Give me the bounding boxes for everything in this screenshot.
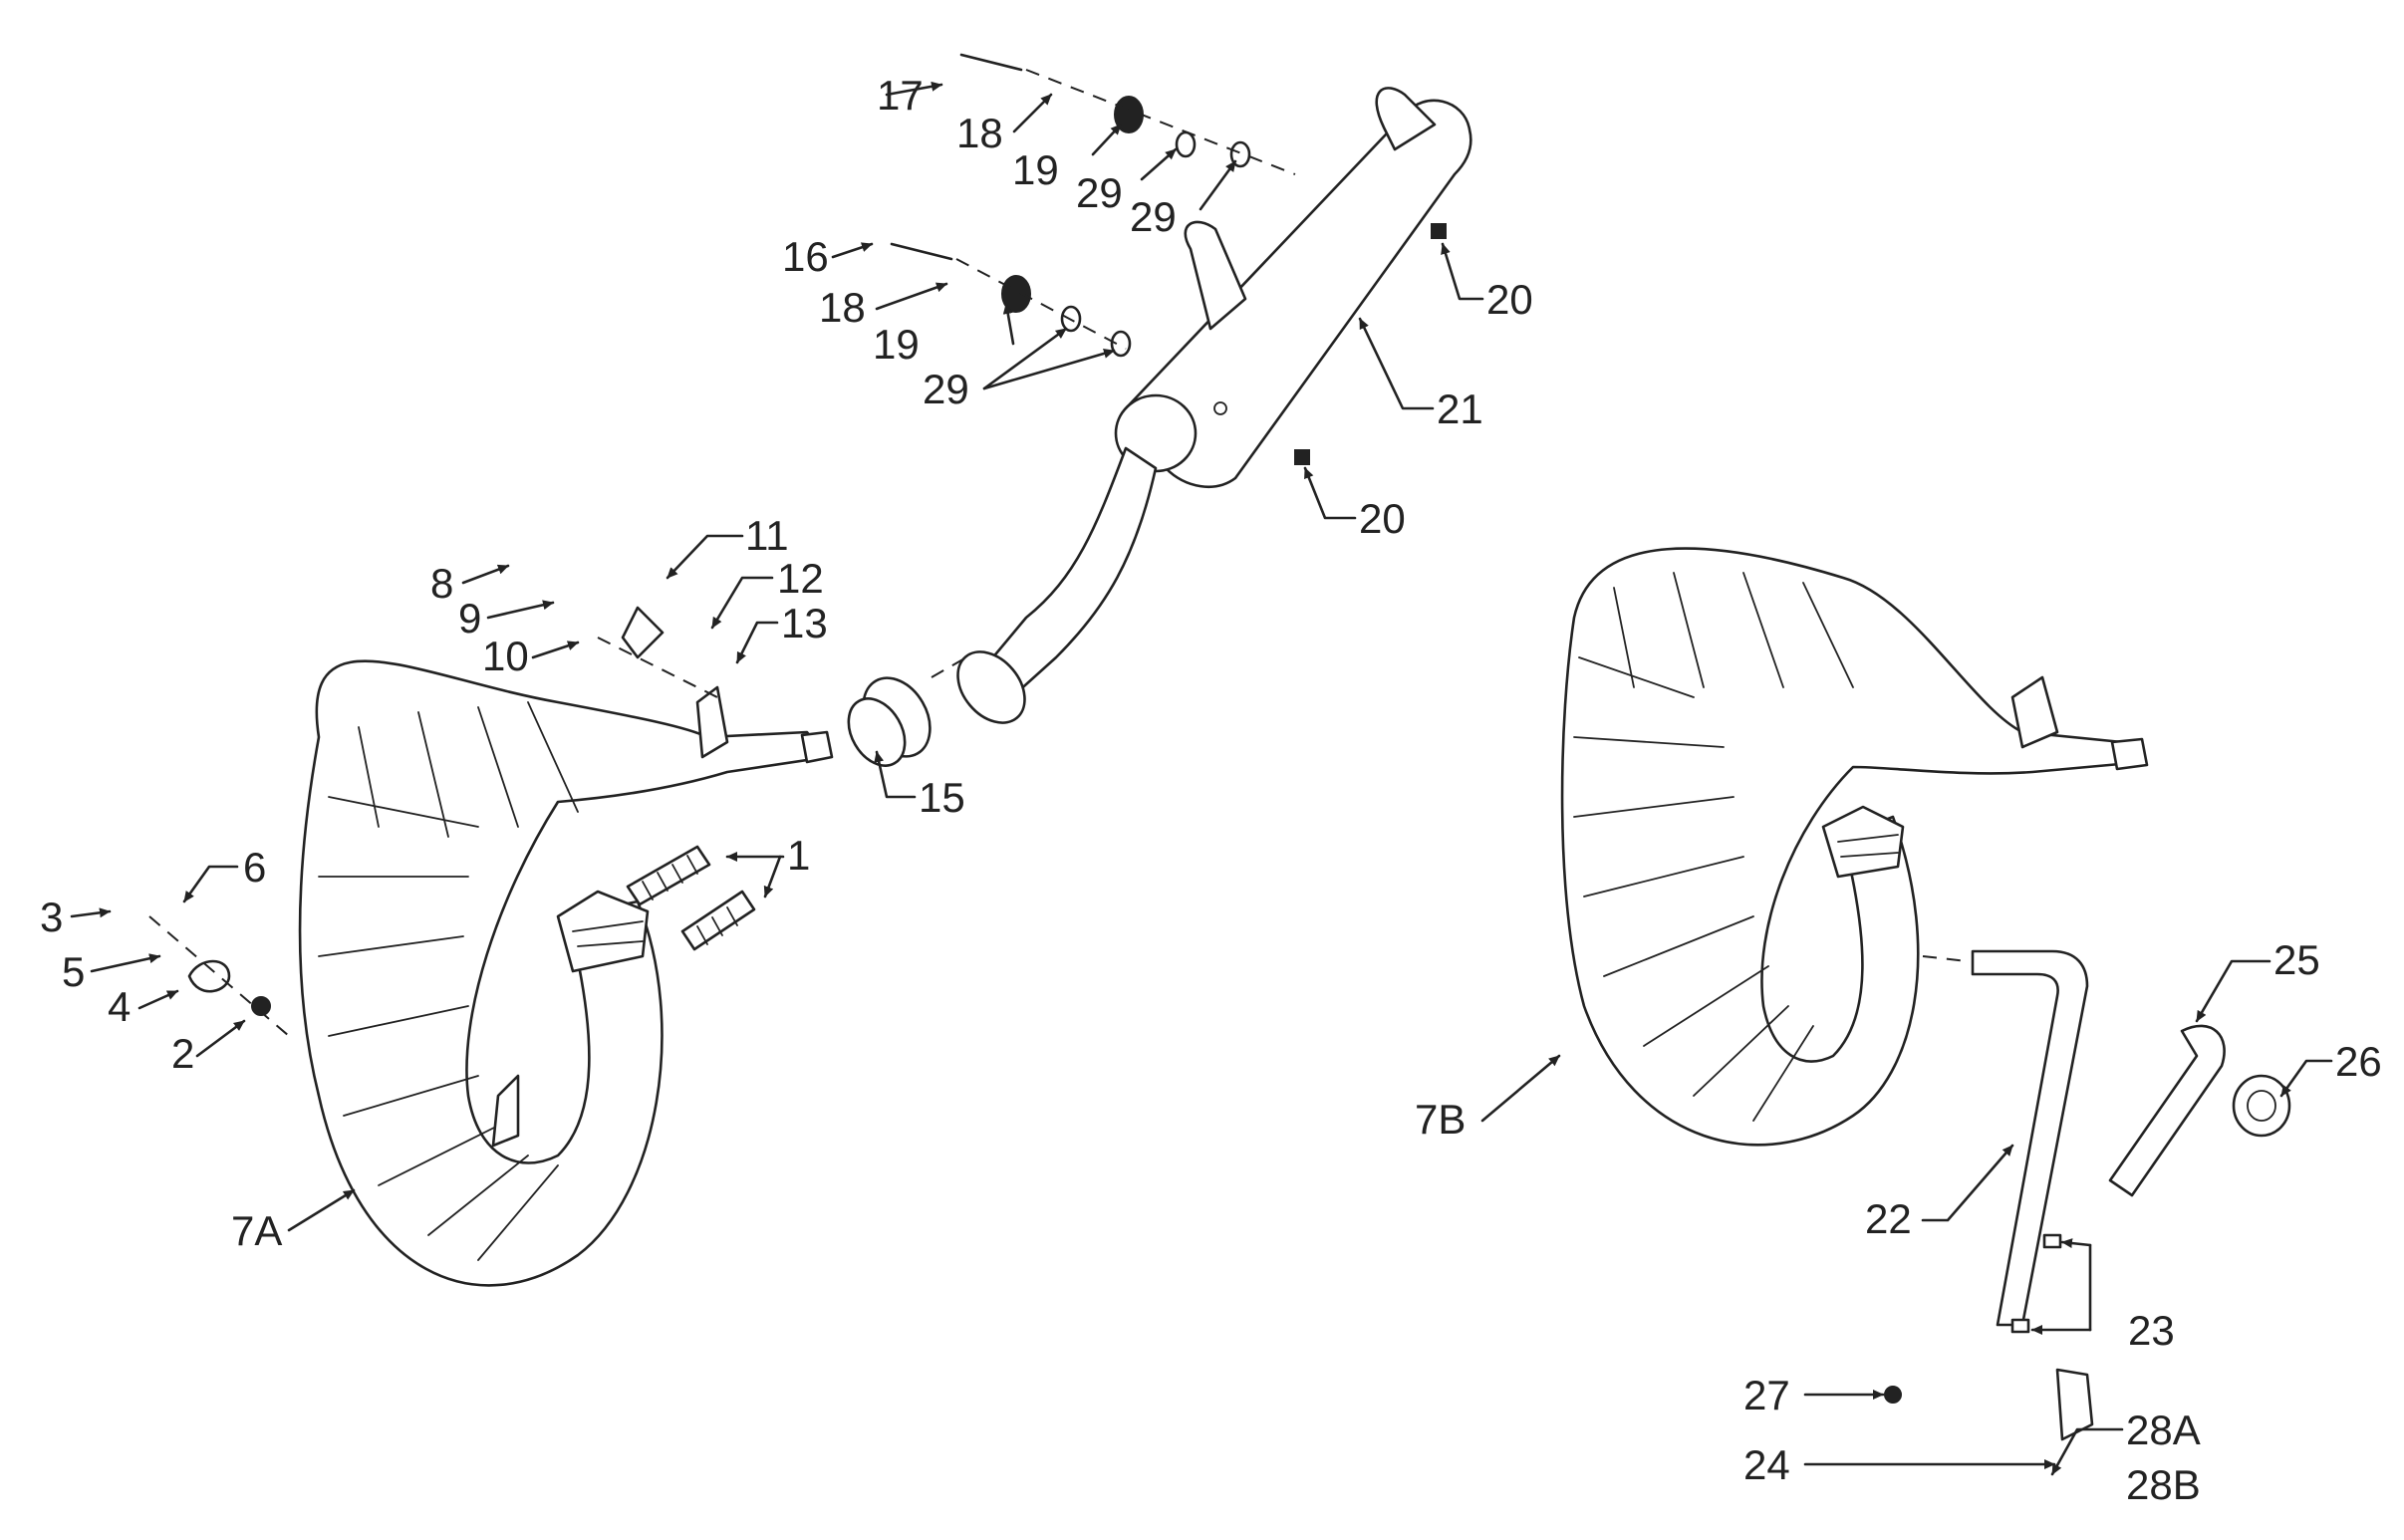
label-12: 12 [777, 555, 824, 602]
label-27: 27 [1743, 1372, 1790, 1418]
label-29-top-b: 29 [1130, 193, 1177, 240]
assembly-lines [148, 69, 1969, 1037]
label-20-top: 20 [1486, 276, 1533, 323]
label-6: 6 [243, 844, 266, 891]
coupler-15 [847, 676, 932, 767]
label-4: 4 [108, 983, 131, 1030]
label-18-mid: 18 [819, 284, 866, 331]
expansion-chamber-7b [1560, 547, 2149, 1147]
callout-labels: 1 2 3 4 5 6 7A 7B 8 9 10 11 12 13 15 16 … [40, 72, 2382, 1508]
silencer-21 [956, 87, 1472, 724]
label-21: 21 [1437, 385, 1483, 432]
label-9: 9 [458, 595, 481, 642]
label-19-top: 19 [1012, 146, 1059, 193]
label-8: 8 [430, 560, 453, 607]
label-17: 17 [877, 72, 924, 119]
label-10: 10 [482, 633, 529, 679]
label-28a: 28A [2126, 1407, 2201, 1453]
label-3: 3 [40, 894, 63, 940]
label-25: 25 [2273, 936, 2320, 983]
pipes-22-25 [1971, 949, 2291, 1327]
label-29-mid: 29 [923, 366, 969, 412]
leader-lines [70, 81, 2333, 1476]
expansion-chamber-7a [298, 659, 834, 1287]
label-2: 2 [171, 1030, 194, 1077]
label-28b: 28B [2126, 1461, 2201, 1508]
label-11: 11 [745, 512, 789, 559]
label-18-top: 18 [956, 110, 1003, 156]
label-23: 23 [2128, 1307, 2175, 1354]
label-1: 1 [787, 832, 810, 879]
label-5: 5 [62, 948, 85, 995]
label-15: 15 [919, 774, 965, 821]
label-22: 22 [1865, 1195, 1912, 1242]
label-20-bottom: 20 [1359, 495, 1406, 542]
label-13: 13 [781, 600, 828, 646]
label-7a: 7A [231, 1207, 282, 1254]
label-7b: 7B [1415, 1096, 1466, 1143]
label-26: 26 [2335, 1038, 2382, 1085]
label-19-mid: 19 [873, 321, 920, 368]
label-16: 16 [782, 233, 829, 280]
label-29-top-a: 29 [1076, 169, 1123, 216]
label-24: 24 [1743, 1441, 1790, 1488]
springs-1 [626, 845, 756, 951]
